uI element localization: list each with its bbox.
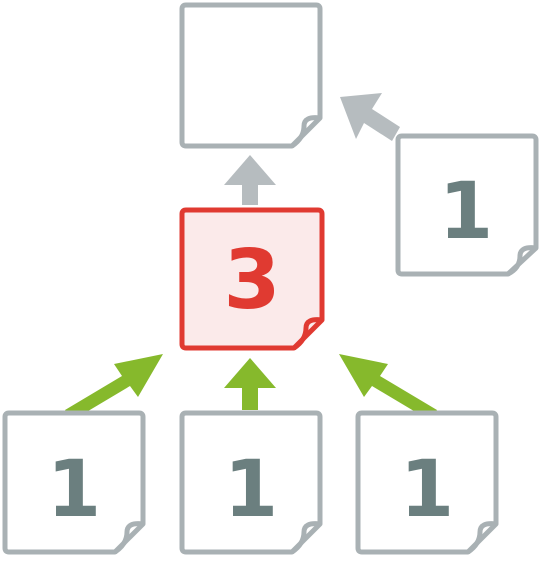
arrow-bottom-left-to-center (65, 354, 163, 420)
node-bottom-left-label: 1 (47, 445, 101, 535)
node-bottom-middle-label: 1 (224, 445, 278, 535)
node-bottom-right-label: 1 (400, 445, 454, 535)
arrow-center-to-top (224, 155, 276, 205)
arrow-right-to-top (340, 93, 400, 141)
node-right: 1 (395, 133, 539, 277)
node-right-label: 1 (439, 167, 493, 257)
node-center: 3 (179, 207, 325, 351)
node-bottom-right: 1 (355, 410, 499, 555)
arrow-bottom-middle-to-center (224, 358, 276, 410)
node-top (179, 2, 323, 149)
node-center-label: 3 (223, 233, 280, 328)
node-bottom-left: 1 (2, 410, 146, 555)
arrow-bottom-right-to-center (339, 354, 437, 420)
node-bottom-middle: 1 (179, 410, 323, 555)
